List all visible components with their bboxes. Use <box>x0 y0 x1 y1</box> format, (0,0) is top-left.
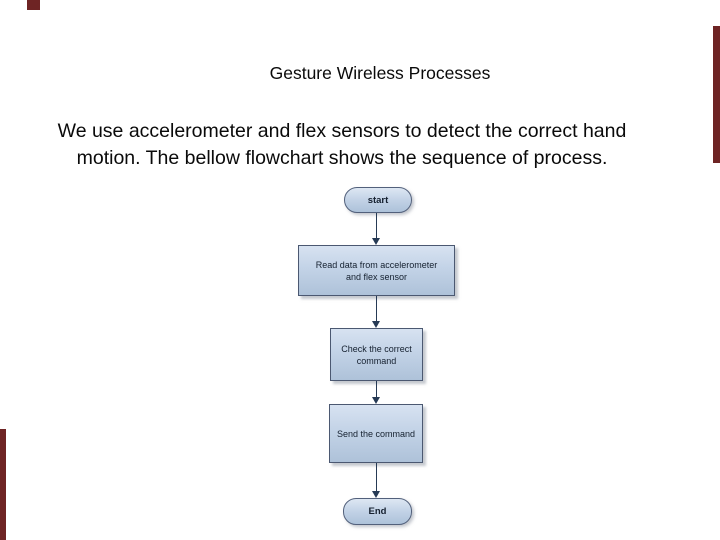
node-check-label-line-2: command <box>356 355 397 366</box>
flowchart-node-check-command-box: Check the correct command <box>330 328 423 381</box>
slide-body-text: We use accelerometer and flex sensors to… <box>0 118 684 171</box>
node-end-label: End <box>368 506 387 517</box>
arrowhead-down-icon <box>372 238 380 245</box>
flowchart-node-send-command-box: Send the command <box>329 404 423 463</box>
body-line-2: motion. The bellow flowchart shows the s… <box>76 146 608 169</box>
arrow-line <box>375 463 377 491</box>
node-start-label: start <box>367 194 389 206</box>
node-read-label-line-1: Read data from accelerometer <box>315 259 438 270</box>
arrow-line <box>375 381 377 397</box>
flowchart-node-start-terminator: start <box>344 187 412 213</box>
arrowhead-down-icon <box>372 491 380 498</box>
arrowhead-down-icon <box>372 397 380 404</box>
slide-title: Gesture Wireless Processes <box>269 63 491 83</box>
node-send-label: Send the command <box>336 428 416 439</box>
flow-arrow-check-to-send <box>371 381 381 404</box>
flow-arrow-read-to-check <box>371 296 381 328</box>
edge-mark-left-bottom <box>0 429 6 540</box>
arrowhead-down-icon <box>372 321 380 328</box>
edge-mark-right-top <box>713 26 720 163</box>
arrow-line <box>375 296 377 321</box>
arrow-line <box>375 213 377 238</box>
flow-arrow-start-to-read <box>371 213 381 245</box>
node-check-label-line-1: Check the correct <box>341 343 412 354</box>
edge-mark-top-left <box>27 0 40 10</box>
node-read-label-line-2: and flex sensor <box>345 271 408 282</box>
flowchart-node-end-terminator: End <box>343 498 412 525</box>
flow-arrow-send-to-end <box>371 463 381 498</box>
body-line-1: We use accelerometer and flex sensors to… <box>57 120 627 142</box>
flowchart-node-read-data-box: Read data from accelerometer and flex se… <box>298 245 455 296</box>
